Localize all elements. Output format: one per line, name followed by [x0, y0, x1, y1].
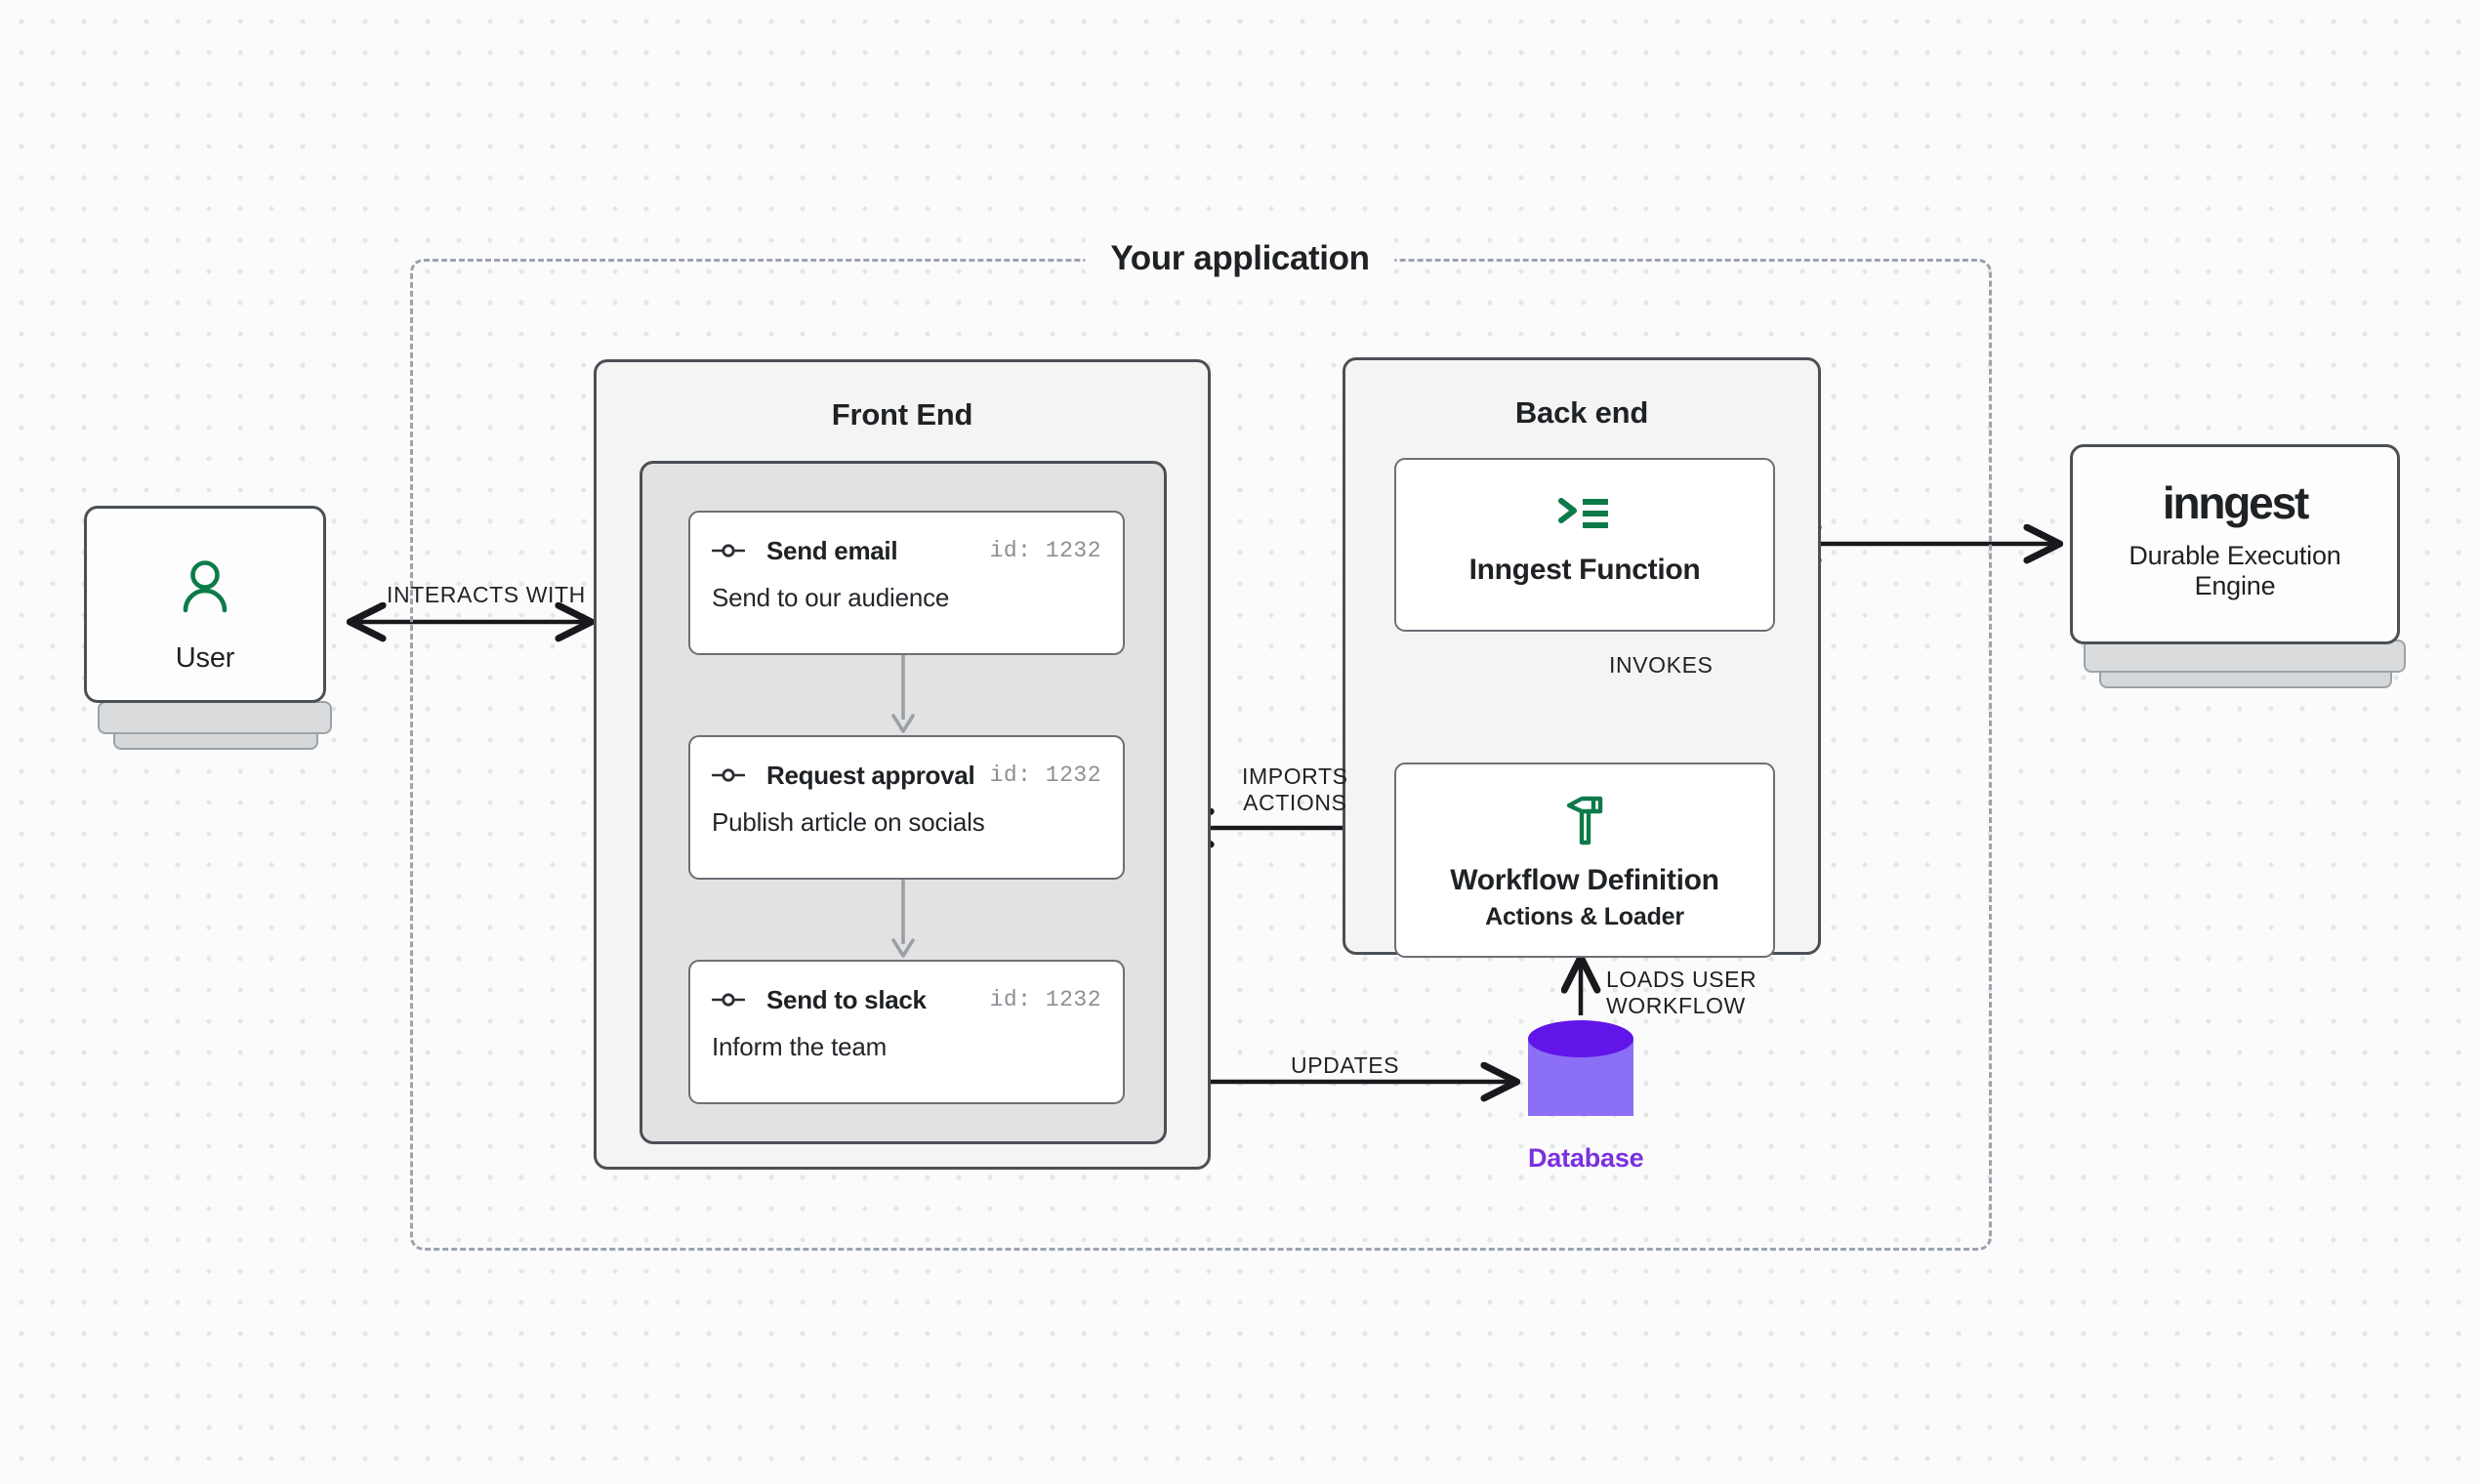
hammer-tool-icon [1566, 796, 1603, 845]
database-node[interactable]: Database [1528, 1020, 1644, 1174]
workflow-step-id: id: 1232 [989, 987, 1101, 1012]
workflow-step-title: Request approval [766, 760, 975, 790]
backend-panel-title: Back end [1514, 395, 1649, 430]
workflow-step-header: Send email id: 1232 [712, 534, 1101, 567]
user-box-face: User [84, 506, 326, 703]
workflow-step-description: Inform the team [712, 1032, 888, 1061]
workflow-definition-subtitle: Actions & Loader [1485, 903, 1684, 930]
user-box-shadow-mid [98, 701, 332, 734]
workflow-definition-card[interactable]: Workflow Definition Actions & Loader [1394, 763, 1775, 958]
workflow-step-connector [891, 655, 915, 733]
workflow-step-card[interactable]: Send email id: 1232 Send to our audience [688, 511, 1125, 655]
inngest-function-title: Inngest Function [1468, 554, 1701, 586]
workflow-step-description: Send to our audience [712, 583, 950, 612]
workflow-step-id: id: 1232 [989, 538, 1101, 563]
edge-label-interacts-with: INTERACTS WITH [387, 582, 586, 607]
terminal-prompt-icon [1558, 498, 1608, 528]
frontend-panel-title: Front End [831, 397, 973, 432]
edge-label-imports-actions: IMPORTS ACTIONS [1242, 763, 1348, 816]
workflow-step-title: Send to slack [766, 984, 927, 1014]
inngest-box-face: inngest Durable Execution Engine [2070, 444, 2400, 644]
user-avatar-icon [183, 560, 227, 613]
workflow-node-icon [712, 544, 745, 557]
workflow-step-title: Send email [766, 535, 898, 565]
workflow-editor-container[interactable]: Send email id: 1232 Send to our audience… [640, 461, 1167, 1144]
workflow-step-card[interactable]: Send to slack id: 1232 Inform the team [688, 960, 1125, 1104]
inngest-logo: inngest [2162, 477, 2309, 528]
your-application-title: Your application [1085, 235, 1395, 282]
inngest-subtitle: Durable Execution Engine [2129, 541, 2341, 601]
user-label: User [175, 642, 235, 674]
workflow-node-icon [712, 993, 745, 1007]
inngest-function-card[interactable]: Inngest Function [1394, 458, 1775, 632]
workflow-step-header: Send to slack id: 1232 [712, 983, 1101, 1016]
workflow-step-card[interactable]: Request approval id: 1232 Publish articl… [688, 735, 1125, 880]
inngest-engine-node[interactable]: inngest Durable Execution Engine [2070, 444, 2406, 688]
workflow-definition-title: Workflow Definition [1450, 864, 1719, 896]
edge-label-invokes: INVOKES [1609, 652, 1714, 678]
user-node[interactable]: User [84, 506, 332, 750]
workflow-node-icon [712, 768, 745, 782]
workflow-step-header: Request approval id: 1232 [712, 759, 1101, 792]
backend-panel: Back end Inngest Function Workflow Defin… [1343, 357, 1821, 958]
database-cylinder-top [1528, 1020, 1633, 1057]
workflow-step-description: Publish article on socials [712, 807, 985, 837]
database-label: Database [1528, 1143, 1644, 1173]
workflow-step-id: id: 1232 [989, 763, 1101, 788]
database-cylinder-icon [1528, 1020, 1633, 1134]
workflow-step-connector [891, 880, 915, 958]
edge-label-updates: UPDATES [1291, 1052, 1400, 1078]
edge-label-loads-user-workflow: LOADS USER WORKFLOW [1606, 967, 1757, 1019]
inngest-box-shadow-mid [2084, 639, 2406, 673]
